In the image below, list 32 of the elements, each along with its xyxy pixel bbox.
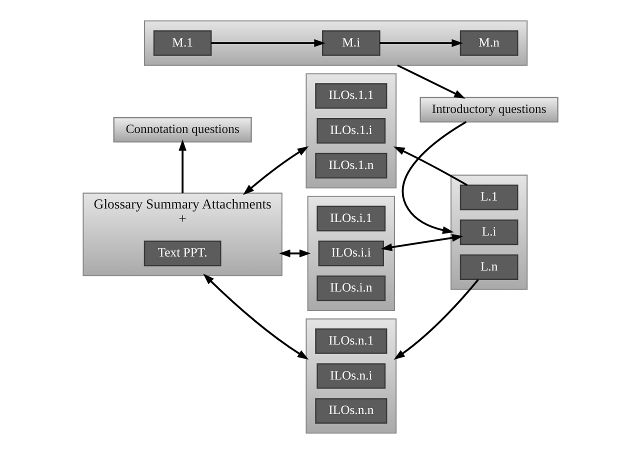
arrow — [203, 274, 309, 360]
cluster — [306, 73, 397, 188]
node-box: ILOs.1.i — [316, 118, 386, 144]
arrow — [394, 278, 479, 360]
node-box: L.1 — [460, 184, 518, 210]
node-box: ILOs.i.n — [316, 276, 386, 302]
node-box: ILOs.i.i — [318, 240, 384, 266]
arrow — [211, 39, 326, 48]
node-box: L.i — [460, 220, 518, 246]
arrow — [279, 250, 311, 258]
arrow — [402, 121, 467, 234]
cluster — [144, 20, 528, 66]
node-box: ILOs.n.1 — [315, 328, 388, 354]
arrow — [380, 234, 464, 252]
node-box: M.i — [322, 30, 380, 56]
arrow — [178, 139, 186, 194]
node-box: Text PPT. — [144, 240, 222, 266]
node-box: M.n — [460, 30, 518, 56]
node-box: ILOs.1.1 — [315, 83, 388, 109]
arrow — [393, 146, 468, 186]
node-box: Introductory questions — [420, 96, 558, 122]
arrow — [380, 39, 463, 48]
node-box: Connotation questions — [113, 116, 252, 143]
node-box: ILOs.1.n — [315, 152, 388, 178]
node-box: ILOs.n.i — [316, 363, 386, 389]
node-box: ILOs.n.n — [315, 398, 388, 424]
cluster — [306, 318, 397, 434]
node-box: M.1 — [153, 30, 212, 56]
node-box: ILOs.i.1 — [316, 206, 386, 232]
node-box: L.n — [460, 254, 518, 280]
arrow — [397, 64, 466, 99]
arrow — [242, 146, 309, 196]
